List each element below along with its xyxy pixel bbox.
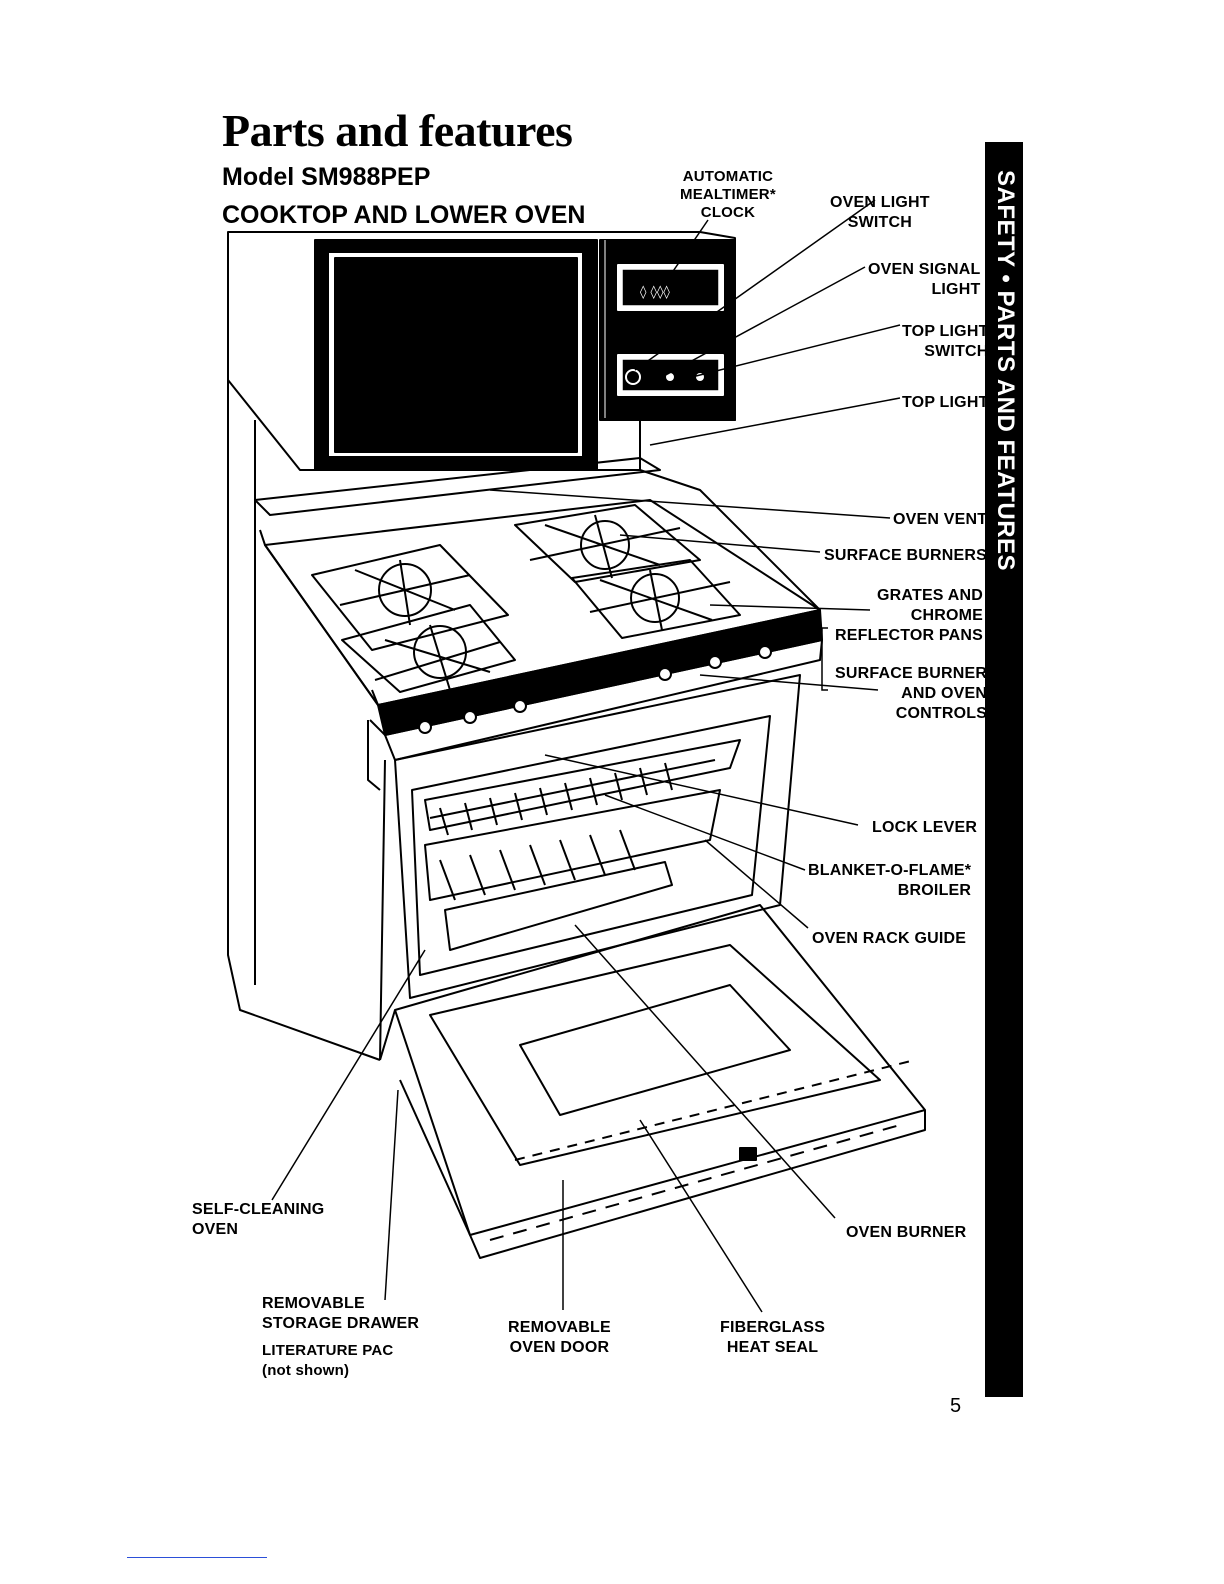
right-burner-grates	[514, 504, 741, 639]
label-oven-burner: OVEN BURNER	[846, 1224, 967, 1241]
oven-cavity	[394, 674, 801, 999]
page-title: Parts and features	[222, 105, 573, 156]
label-self-cleaning-oven: SELF-CLEANING OVEN	[192, 1201, 325, 1238]
side-tab: SAFETY • PARTS AND FEATURES	[985, 142, 1023, 1397]
label-top-light: TOP LIGHT	[902, 394, 989, 411]
page-number: 5	[950, 1395, 962, 1417]
side-tab-label: SAFETY • PARTS AND FEATURES	[992, 170, 1019, 572]
oven-door	[394, 904, 926, 1259]
svg-text:◊ ◊◊◊: ◊ ◊◊◊	[640, 285, 670, 300]
label-storage-drawer: REMOVABLE STORAGE DRAWER	[262, 1295, 420, 1332]
label-lock-lever: LOCK LEVER	[872, 819, 978, 836]
label-burner-oven-controls: SURFACE BURNER AND OVEN CONTROLS	[835, 665, 988, 722]
upper-oven-unit: ◊ ◊◊◊	[227, 231, 736, 471]
section-heading: COOKTOP AND LOWER OVEN	[222, 201, 586, 229]
label-mealtimer-clock: AUTOMATIC MEALTIMER* CLOCK	[680, 168, 776, 221]
left-burner-grates	[311, 544, 516, 693]
label-broiler: BLANKET-O-FLAME* BROILER	[808, 862, 972, 899]
label-top-light-switch: TOP LIGHT SWITCH	[902, 323, 989, 360]
label-literature-pac: LITERATURE PAC (not shown)	[262, 1342, 394, 1379]
label-oven-door: REMOVABLE OVEN DOOR	[508, 1319, 611, 1356]
label-surface-burners: SURFACE BURNERS	[824, 547, 988, 564]
label-oven-signal-light: OVEN SIGNAL LIGHT	[868, 261, 981, 298]
label-heat-seal: FIBERGLASS HEAT SEAL	[720, 1319, 826, 1356]
label-oven-vent: OVEN VENT	[893, 511, 988, 528]
label-grates-reflector-pans: GRATES AND CHROME REFLECTOR PANS	[835, 587, 983, 644]
label-oven-rack-guide: OVEN RACK GUIDE	[812, 930, 967, 947]
label-oven-light-switch: OVEN LIGHT SWITCH	[830, 194, 930, 231]
footer-rule	[127, 1557, 267, 1558]
model-number: Model SM988PEP	[222, 163, 431, 191]
